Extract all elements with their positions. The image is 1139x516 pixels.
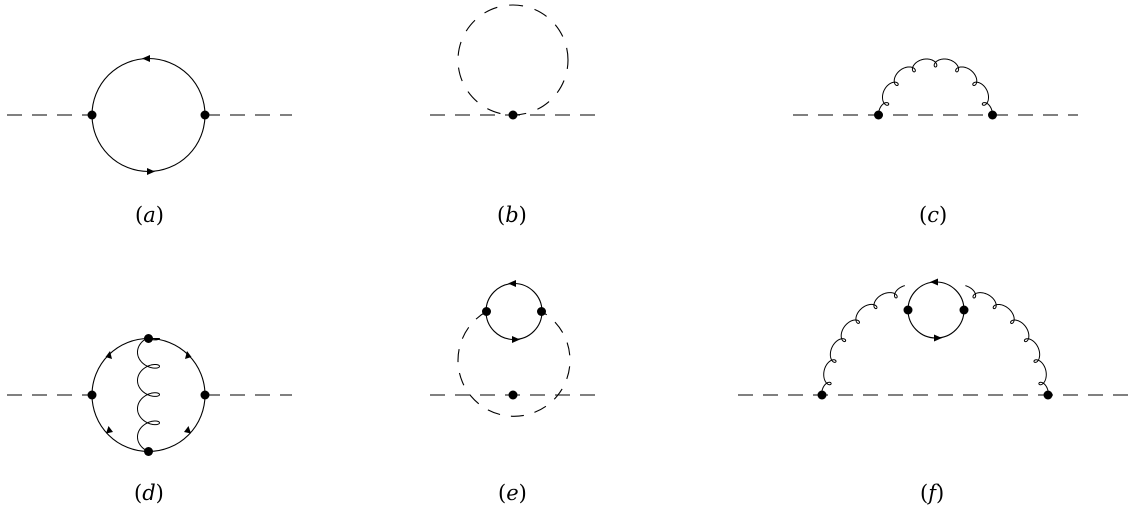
vertex bbox=[87, 390, 97, 400]
arrow-left-icon bbox=[142, 55, 150, 62]
vertex bbox=[144, 334, 153, 343]
diagram-a: (a) bbox=[7, 55, 292, 227]
gluon-arc bbox=[878, 58, 993, 116]
arrow-icon bbox=[105, 351, 112, 359]
gluon-vertical bbox=[137, 338, 160, 452]
arrow-right-icon bbox=[147, 168, 155, 175]
arrow-icon bbox=[184, 426, 191, 434]
diagram-label: (d) bbox=[134, 481, 164, 505]
vertex bbox=[508, 110, 518, 120]
gluon-arc-right bbox=[821, 285, 905, 396]
diagram-label: (b) bbox=[497, 203, 527, 227]
diagram-c: (c) bbox=[793, 58, 1078, 227]
scalar-loop bbox=[457, 4, 569, 116]
diagram-e: (e) bbox=[430, 280, 598, 505]
arrow-right-icon bbox=[512, 336, 520, 343]
vertex bbox=[988, 110, 997, 120]
vertex bbox=[200, 110, 210, 120]
arrow-icon bbox=[106, 426, 113, 434]
vertex bbox=[508, 390, 518, 400]
fermion-loop bbox=[907, 281, 965, 339]
gluon-arc-left bbox=[965, 285, 1049, 396]
diagram-d: (d) bbox=[7, 334, 292, 505]
vertex bbox=[537, 307, 546, 316]
arrow-icon bbox=[185, 351, 192, 359]
arrow-left-icon bbox=[930, 278, 938, 286]
vertex bbox=[817, 390, 827, 400]
diagram-label: (a) bbox=[135, 203, 164, 227]
fermion-loop bbox=[91, 57, 206, 173]
diagram-b: (b) bbox=[430, 4, 598, 227]
vertex bbox=[482, 307, 491, 316]
scalar-loop bbox=[457, 311, 571, 417]
diagram-label: (f) bbox=[920, 481, 944, 505]
vertex bbox=[959, 305, 969, 315]
diagram-label: (e) bbox=[498, 481, 527, 505]
vertex bbox=[874, 110, 883, 120]
vertex bbox=[1043, 390, 1053, 400]
diagram-f: (f) bbox=[738, 278, 1132, 505]
fermion-loop bbox=[485, 282, 543, 341]
arrow-left-icon bbox=[508, 280, 516, 287]
vertex bbox=[200, 390, 210, 400]
arrow-right-icon bbox=[934, 334, 942, 342]
vertex bbox=[87, 110, 97, 120]
vertex bbox=[903, 305, 913, 315]
vertex bbox=[144, 447, 153, 456]
diagram-label: (c) bbox=[919, 203, 947, 227]
